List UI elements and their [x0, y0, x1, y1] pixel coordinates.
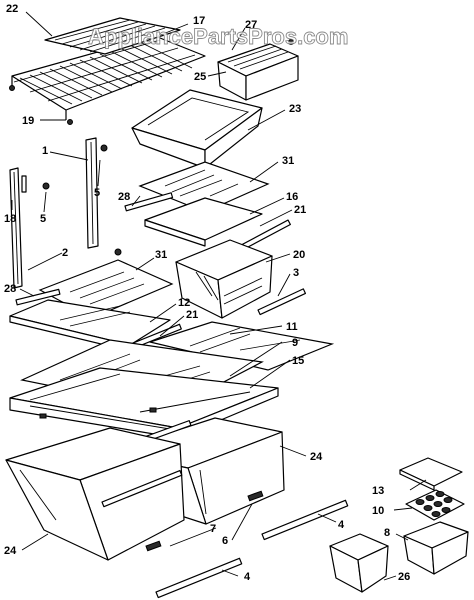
glass-shelf-31-upper [138, 161, 270, 213]
callout-9: 9 [292, 337, 298, 349]
callout-24-right: 24 [310, 451, 323, 463]
callout-24-left: 24 [4, 545, 17, 557]
drawer-20 [175, 239, 273, 319]
dairy-bin [217, 39, 299, 101]
callout-26: 26 [398, 571, 410, 583]
bracket-7 [145, 540, 162, 552]
callout-31-lower: 31 [155, 249, 167, 261]
watermark-text: AppliancePartsPros.com [88, 24, 348, 49]
shelf-frame-16 [124, 192, 263, 247]
callout-27: 27 [245, 19, 257, 31]
callout-25: 25 [194, 71, 206, 83]
callout-20: 20 [293, 249, 305, 261]
trim-4-upper [261, 499, 349, 541]
callout-4-upper: 4 [338, 519, 345, 531]
rail-18-2 [9, 167, 50, 289]
callout-7: 7 [210, 523, 216, 535]
callout-2: 2 [62, 247, 68, 259]
callout-1: 1 [42, 145, 48, 157]
callout-8: 8 [384, 527, 390, 539]
crisper-drawer-left [5, 427, 185, 561]
callout-6: 6 [222, 535, 228, 547]
callout-4-lower: 4 [244, 571, 251, 583]
callout-15: 15 [292, 355, 304, 367]
callout-28-upper: 28 [118, 191, 130, 203]
pan-23 [131, 89, 263, 169]
trim-4-lower [155, 557, 243, 599]
callout-22: 22 [6, 3, 18, 15]
leader-lines [11, 11, 427, 581]
callout-21-upper: 21 [294, 204, 306, 216]
callout-18: 18 [4, 213, 16, 225]
bracket-6 [247, 490, 264, 502]
callout-5-upper: 5 [94, 187, 100, 199]
callout-17: 17 [193, 15, 205, 27]
callout-13: 13 [372, 485, 384, 497]
callout-31-upper: 31 [282, 155, 294, 167]
callout-11: 11 [286, 321, 298, 333]
callouts: 22 17 27 25 23 19 1 5 5 18 31 28 16 21 2… [4, 3, 410, 583]
door-bins [329, 457, 469, 593]
callout-21-lower: 21 [186, 309, 198, 321]
trim-3 [257, 288, 307, 316]
callout-12: 12 [178, 297, 190, 309]
callout-23: 23 [289, 103, 301, 115]
callout-28-lower: 28 [4, 283, 16, 295]
wire-shelf [9, 17, 206, 125]
callout-10: 10 [372, 505, 384, 517]
trim-28-lower [15, 288, 61, 306]
callout-16: 16 [286, 191, 298, 203]
rail-1 [85, 137, 122, 256]
callout-5-lower: 5 [40, 213, 46, 225]
callout-19: 19 [22, 115, 34, 127]
callout-3: 3 [293, 267, 299, 279]
